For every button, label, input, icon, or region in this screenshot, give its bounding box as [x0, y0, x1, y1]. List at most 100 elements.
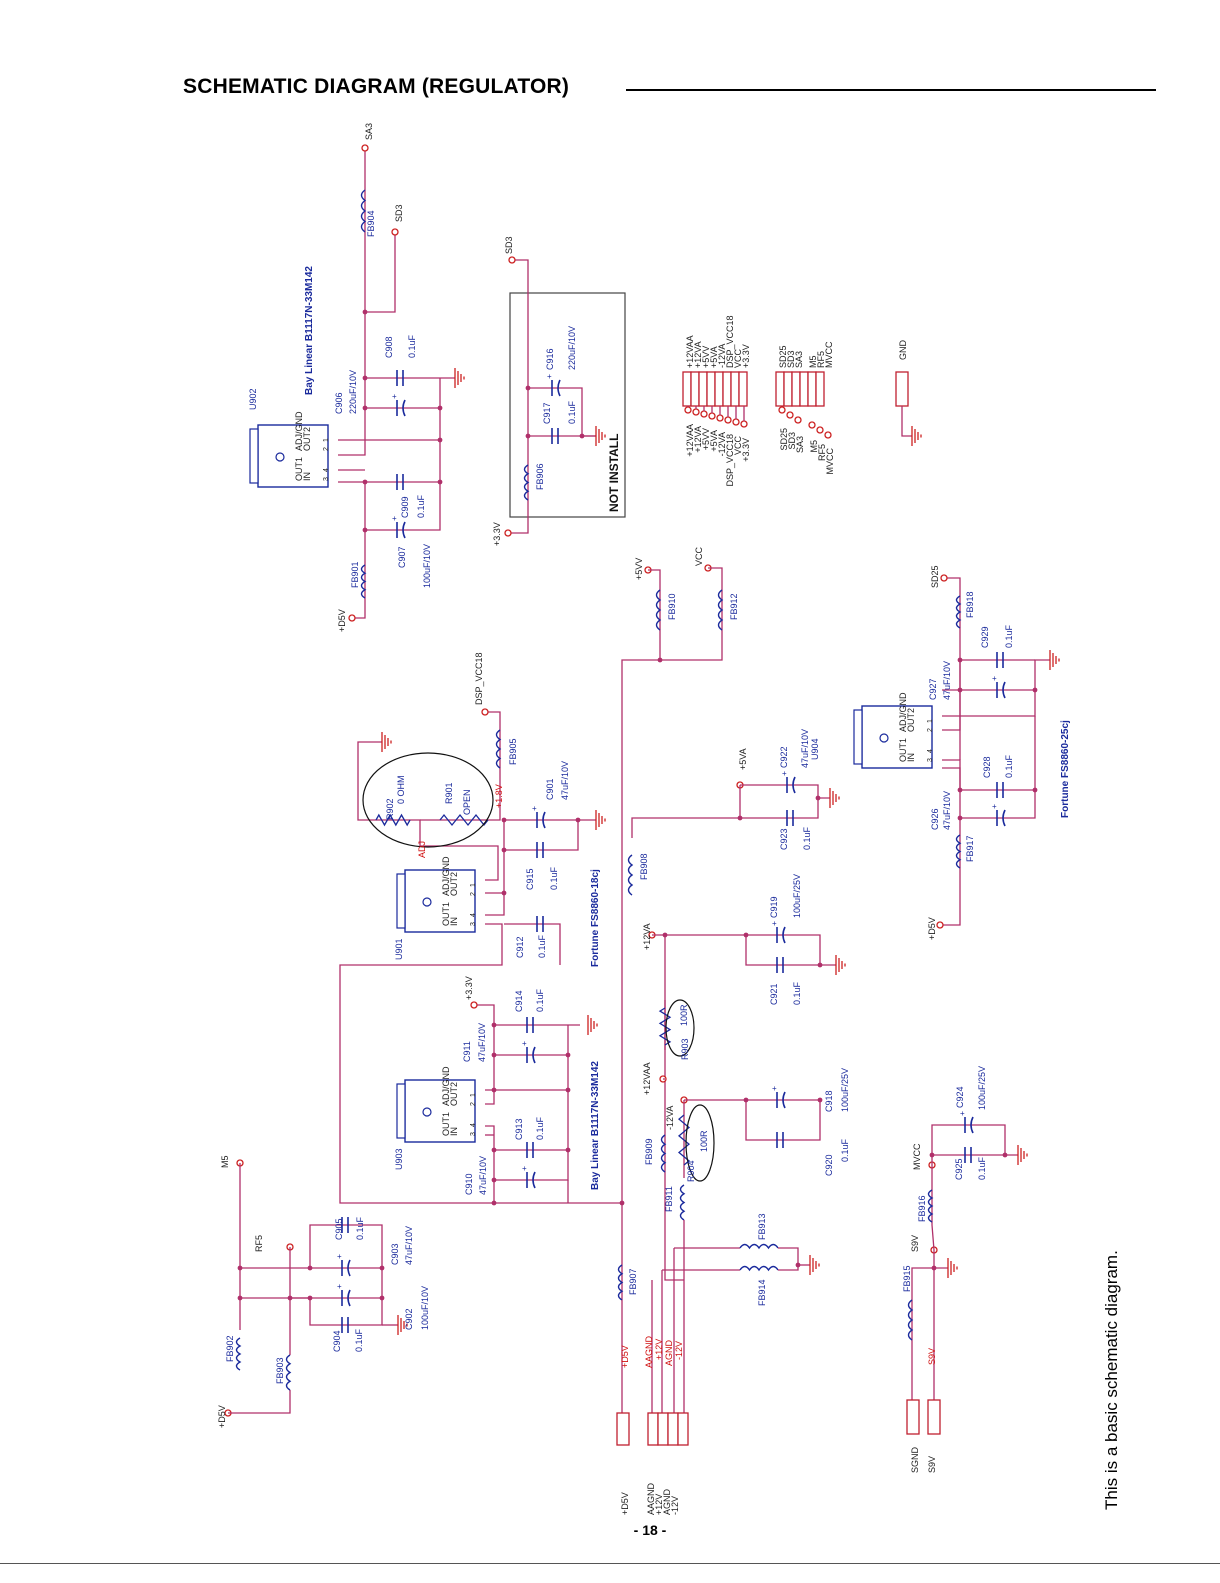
connector-pin [616, 1412, 630, 1446]
pin-number: 4 [470, 913, 477, 917]
connector-label: VCC [733, 348, 743, 368]
junction-dot [662, 932, 668, 938]
junction-dot [957, 815, 963, 821]
pin-label-out1: OUT1 [898, 738, 908, 762]
net-label: +1.8V [494, 784, 504, 808]
net-label: +12VAA [642, 1062, 652, 1095]
pin-label-out2: OUT2 [449, 872, 459, 896]
connector-label: +5VA [709, 430, 719, 452]
polarity-mark: + [782, 769, 787, 778]
component-ref: FB916 [917, 1195, 927, 1222]
wire [745, 935, 820, 966]
ground-symbol [454, 368, 465, 388]
net-pin [794, 416, 802, 424]
component-ref: C915 [525, 868, 535, 890]
component-ref: C925 [954, 1158, 964, 1180]
wire [485, 1090, 495, 1105]
connector-label: AGND [662, 1488, 672, 1515]
net-pin [936, 921, 944, 929]
wire [338, 148, 366, 456]
wire [485, 1125, 495, 1203]
polarity-mark: + [522, 1039, 527, 1048]
pin-number: 3 [927, 758, 934, 762]
junction-dot [619, 1200, 625, 1206]
junction-dot [491, 1087, 497, 1093]
polarity-mark: + [992, 802, 997, 811]
wire [931, 1165, 935, 1251]
net-label: +3.3V [464, 976, 474, 1000]
net-label: +12V [654, 1339, 664, 1360]
wire [240, 1224, 383, 1269]
net-label: ADJ [417, 841, 427, 858]
component-ref: C922 [779, 746, 789, 768]
wire [940, 818, 961, 926]
ground-symbol [595, 810, 606, 830]
pin-label-adj: ADJ/GND [441, 1066, 451, 1106]
component-ref: C907 [397, 546, 407, 568]
component-ref: C929 [980, 626, 990, 648]
connector-pin [799, 371, 809, 407]
net-pin [470, 1001, 478, 1009]
junction-dot [437, 437, 443, 443]
ground-symbol [587, 1015, 598, 1035]
component-value: 0.1uF [567, 400, 577, 424]
component-ref: FB911 [664, 1186, 674, 1212]
ground-symbol [809, 1255, 820, 1275]
junction-dot [362, 405, 368, 411]
ground-symbol [835, 955, 846, 975]
connector-pin [927, 1399, 941, 1435]
component-ref: C916 [545, 348, 555, 370]
wire [420, 711, 501, 821]
capacitor-plate [970, 1116, 974, 1134]
net-pin [940, 574, 948, 582]
junction-dot [362, 309, 368, 315]
component-value: 220uF/10V [348, 370, 358, 414]
ferrite-bead [739, 1265, 779, 1272]
net-label: +5VA [738, 748, 748, 770]
pin-label-in: IN [302, 472, 312, 481]
regulator-body [257, 424, 329, 488]
ferrite-bead [927, 1189, 934, 1223]
net-label: +D5V [337, 609, 347, 632]
pin-number: 1 [323, 438, 330, 442]
wire [901, 406, 912, 437]
junction-dot [1032, 687, 1038, 693]
connector-pin [714, 371, 724, 407]
connector-label: SA3 [795, 436, 805, 453]
connector-pin [775, 371, 785, 407]
ferrite-bead [679, 1184, 686, 1221]
net-label: +12VA [642, 923, 652, 950]
component-value: 0.1uF [535, 988, 545, 1012]
ferrite-bead [617, 1264, 624, 1301]
component-value: 0.1uF [792, 981, 802, 1005]
connector-label: SD3 [786, 350, 796, 368]
connector-label: +5VA [709, 346, 719, 368]
regulator-ref: U901 [394, 938, 404, 960]
pin-label-in: IN [449, 1127, 459, 1136]
connector-pin [667, 1412, 679, 1446]
capacitor-plate [782, 1091, 786, 1109]
polarity-mark: + [392, 514, 397, 523]
connector-label: -12VA [717, 344, 727, 368]
capacitor-plate [792, 776, 796, 794]
pin-number: 1 [470, 883, 477, 887]
net-label: S9V [927, 1348, 937, 1365]
junction-dot [287, 1295, 293, 1301]
regulator-ic [249, 424, 329, 488]
component-value: 47uF/10V [800, 729, 810, 768]
net-label: VCC [694, 546, 704, 566]
net-pin [481, 708, 489, 716]
component-ref: C908 [384, 336, 394, 358]
net-label: SD25 [930, 565, 940, 588]
polarity-mark: + [337, 1252, 342, 1261]
pin-number: 3 [470, 922, 477, 926]
ferrite-bead [627, 854, 634, 896]
wire [931, 1124, 1018, 1165]
connector-label: -12VA [717, 432, 727, 456]
junction-dot [565, 1087, 571, 1093]
ferrite-bead [360, 564, 367, 599]
connector-pin [706, 371, 716, 407]
connector-label: +3.3V [741, 344, 751, 368]
pin-label-out1: OUT1 [441, 902, 451, 926]
connector-pin [815, 371, 825, 407]
